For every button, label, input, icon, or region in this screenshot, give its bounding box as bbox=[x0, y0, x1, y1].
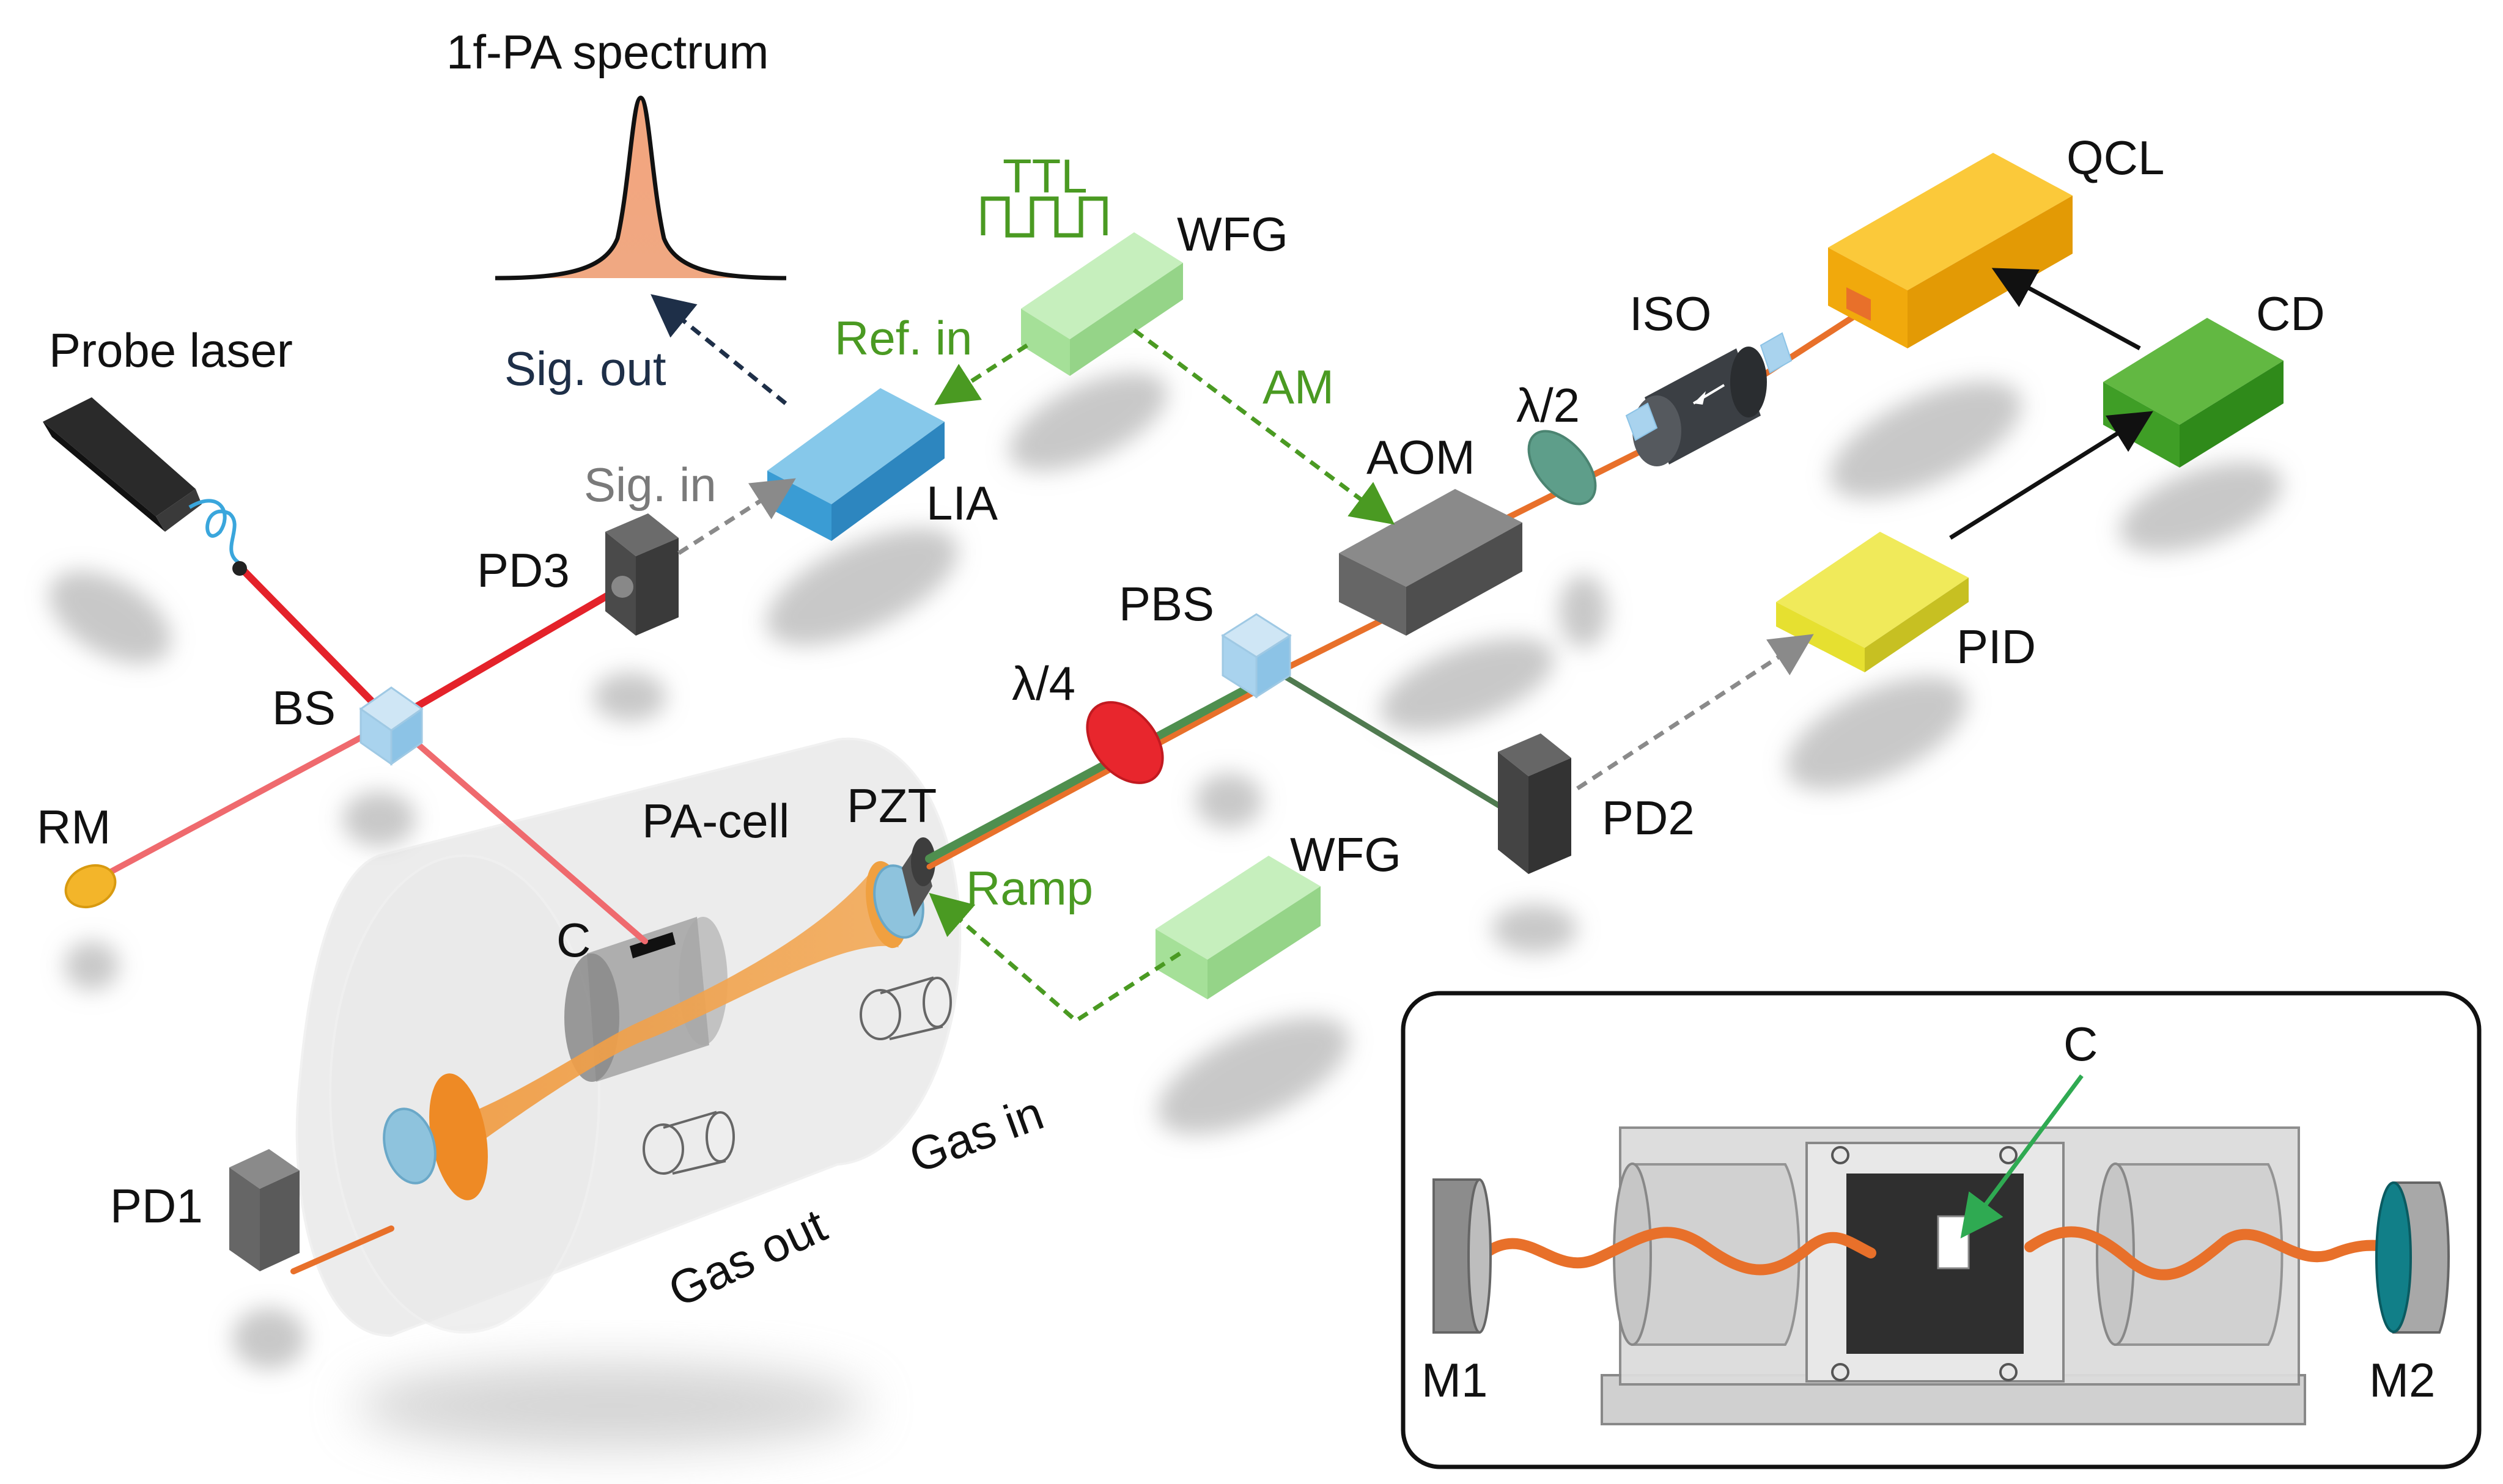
lia-box bbox=[767, 388, 945, 541]
inset-c-arrow bbox=[1960, 1074, 2084, 1239]
quarter-waveplate bbox=[1086, 701, 1164, 784]
ramp-arrow bbox=[929, 892, 1181, 1024]
am-arrow bbox=[1132, 328, 1395, 525]
label-pbs: PBS bbox=[1119, 577, 1214, 631]
label-bs: BS bbox=[272, 681, 336, 735]
iso-isolator bbox=[1625, 332, 1793, 466]
label-pd3: PD3 bbox=[477, 543, 570, 597]
aom-box bbox=[1339, 489, 1522, 636]
label-pa-cell: PA-cell bbox=[642, 794, 789, 848]
gas-in-fitting bbox=[860, 976, 952, 1040]
cell-shadow bbox=[355, 1363, 868, 1449]
label-pd2: PD2 bbox=[1602, 791, 1695, 845]
label-iso: ISO bbox=[1629, 287, 1711, 340]
labels: Probe laser BS RM PD3 LIA WFG AOM PBS λ/… bbox=[37, 131, 2325, 1317]
pd1-detector bbox=[229, 1149, 300, 1271]
pbs-cube bbox=[1221, 613, 1292, 699]
half-waveplate bbox=[1527, 430, 1597, 505]
probe-beam-path bbox=[98, 565, 648, 944]
label-rm: RM bbox=[37, 800, 111, 854]
label-probe-laser: Probe laser bbox=[49, 323, 293, 377]
label-cd: CD bbox=[2256, 287, 2325, 340]
inset-chip-plate bbox=[1846, 1174, 2024, 1354]
floor-shadows bbox=[49, 372, 2283, 1369]
label-aom: AOM bbox=[1366, 430, 1475, 484]
pa-cell bbox=[295, 737, 962, 1337]
qcl-box bbox=[1828, 153, 2073, 348]
pa-spectrum-plot: 1f-PA spectrum bbox=[446, 25, 787, 281]
signal-lines bbox=[651, 294, 1814, 1024]
inset-label-c: C bbox=[2063, 1017, 2098, 1071]
label-lia: LIA bbox=[926, 476, 998, 530]
label-half-wave: λ/2 bbox=[1516, 378, 1580, 432]
c-chip bbox=[630, 932, 676, 958]
pd2-detector bbox=[1498, 733, 1571, 874]
cavity-mirror-left bbox=[383, 1107, 437, 1185]
label-ramp: Ramp bbox=[966, 861, 1093, 915]
spectrum-title: 1f-PA spectrum bbox=[446, 25, 769, 79]
label-sig-out: Sig. out bbox=[504, 342, 666, 395]
pid-to-cd-arrow bbox=[1949, 411, 2153, 540]
label-pzt: PZT bbox=[847, 779, 937, 832]
label-qcl: QCL bbox=[2066, 131, 2164, 185]
label-ttl: TTL bbox=[1003, 149, 1088, 203]
label-pid: PID bbox=[1956, 620, 2036, 674]
inset-label-m1: M1 bbox=[1421, 1353, 1487, 1407]
wfg-top-box bbox=[1021, 232, 1183, 376]
reference-mirror bbox=[64, 864, 117, 909]
label-c: C bbox=[556, 913, 591, 967]
label-sig-in: Sig. in bbox=[584, 458, 717, 512]
cd-to-qcl-arrow bbox=[1991, 268, 2141, 351]
pid-box bbox=[1776, 532, 1969, 672]
label-gas-in: Gas in bbox=[902, 1085, 1050, 1183]
probe-laser bbox=[43, 397, 247, 576]
label-am: AM bbox=[1263, 360, 1334, 414]
pd3-detector bbox=[605, 513, 679, 636]
inset-beam bbox=[1480, 1226, 2402, 1280]
sig-out-arrow bbox=[651, 294, 787, 405]
control-lines bbox=[1949, 268, 2153, 540]
inset-panel: C M1 M2 bbox=[1401, 991, 2482, 1469]
label-ref-in: Ref. in bbox=[835, 311, 972, 365]
label-wfg-bottom: WFG bbox=[1290, 828, 1401, 881]
pd2-to-pid-arrow bbox=[1576, 634, 1814, 790]
label-pd1: PD1 bbox=[110, 1179, 203, 1233]
inset-label-m2: M2 bbox=[2369, 1353, 2435, 1407]
label-wfg-top: WFG bbox=[1177, 207, 1288, 261]
label-quarter-wave: λ/4 bbox=[1012, 656, 1075, 710]
beam-splitter-cube bbox=[359, 686, 424, 766]
gas-out-fitting bbox=[643, 1111, 735, 1175]
ttl-waveform bbox=[981, 196, 1108, 238]
sig-in-arrow bbox=[677, 478, 796, 555]
inset-chip-window bbox=[1937, 1215, 1970, 1269]
wfg-bottom-box bbox=[1156, 856, 1321, 999]
